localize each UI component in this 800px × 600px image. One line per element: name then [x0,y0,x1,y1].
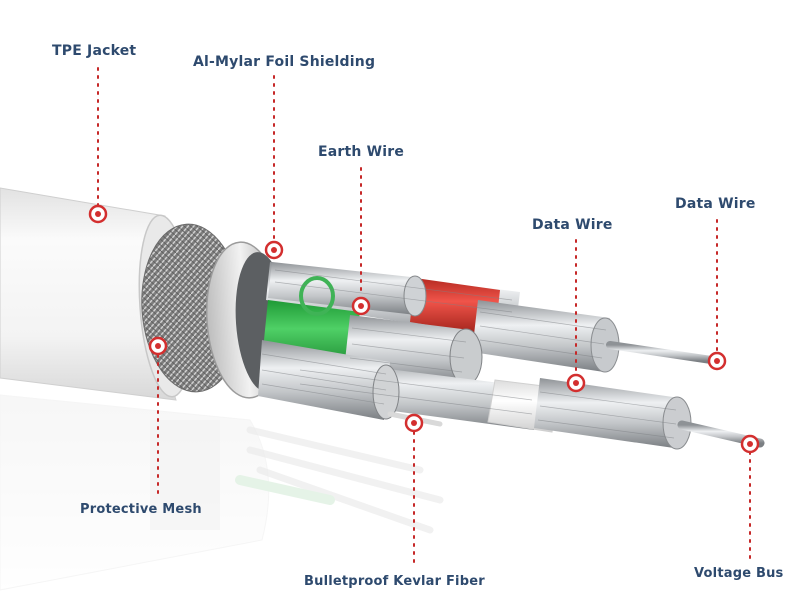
earth-wire [268,262,427,317]
markers [88,204,760,454]
label-foil-shielding: Al-Mylar Foil Shielding [193,54,376,70]
marker-foil-shielding [264,240,284,260]
marker-tpe-jacket [88,204,108,224]
marker-data-wire-1 [566,373,586,393]
cable-reflection [0,394,444,591]
label-voltage-bus: Voltage Bus [694,566,784,581]
voltage-bus-wire [296,358,765,450]
marker-voltage-bus [740,434,760,454]
label-kevlar-fiber: Bulletproof Kevlar Fiber [304,574,485,589]
label-data-wire-2: Data Wire [675,196,756,212]
label-data-wire-1: Data Wire [532,217,613,233]
leader-lines [97,67,751,569]
marker-protective-mesh [148,336,168,356]
label-protective-mesh: Protective Mesh [80,502,202,517]
label-tpe-jacket: TPE Jacket [52,43,137,59]
marker-data-wire-2 [707,351,727,371]
marker-earth-wire [351,296,371,316]
label-earth-wire: Earth Wire [318,144,405,160]
marker-kevlar-fiber [404,413,424,433]
strand-texture [261,269,677,439]
